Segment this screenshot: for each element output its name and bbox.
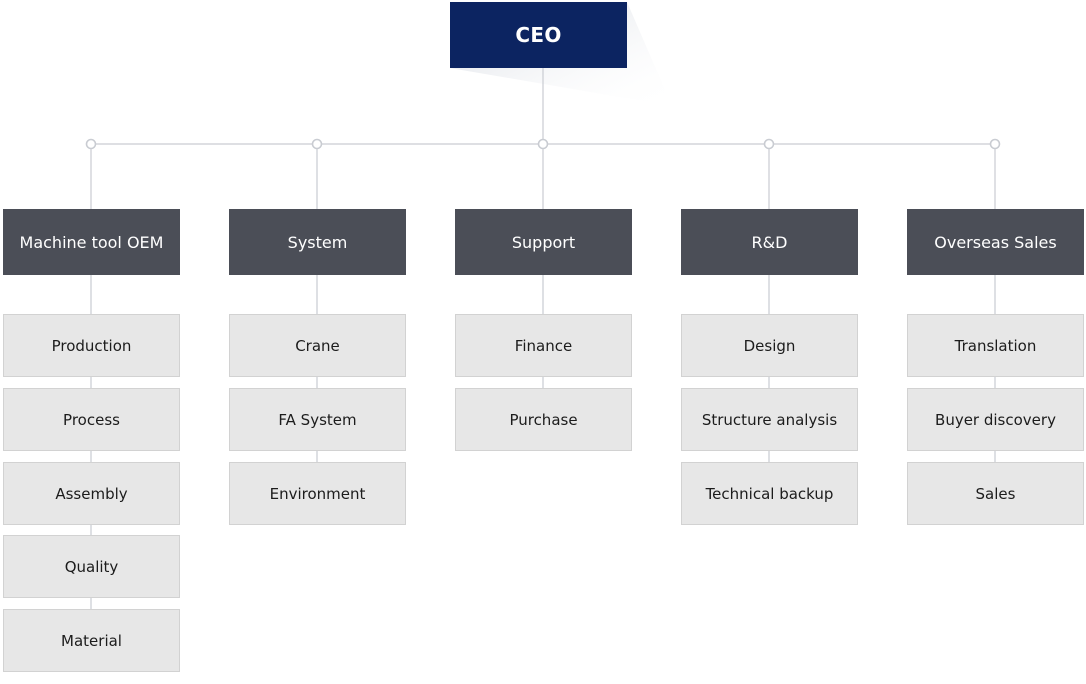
sub-unit-box: Crane xyxy=(229,314,406,377)
department-machine-tool-oem: Machine tool OEM Production Process Asse… xyxy=(3,209,180,672)
department-label: System xyxy=(287,232,348,252)
department-system: System Crane FA System Environment xyxy=(229,209,406,525)
sub-unit-label: Translation xyxy=(954,336,1037,355)
sub-unit-label: Production xyxy=(51,336,132,355)
branch-node-circle xyxy=(763,138,775,150)
department-header: Support xyxy=(455,209,632,275)
sub-unit-label: Sales xyxy=(975,484,1016,503)
branch-node-circle xyxy=(311,138,323,150)
sub-unit-box: Material xyxy=(3,609,180,672)
department-header: Overseas Sales xyxy=(907,209,1084,275)
sub-unit-box: Finance xyxy=(455,314,632,377)
sub-unit-box: Assembly xyxy=(3,462,180,525)
sub-unit-label: FA System xyxy=(278,410,357,429)
sub-unit-box: Sales xyxy=(907,462,1084,525)
department-label: Machine tool OEM xyxy=(19,232,164,252)
sub-unit-box: Design xyxy=(681,314,858,377)
sub-unit-box: Quality xyxy=(3,535,180,598)
sub-unit-box: Process xyxy=(3,388,180,451)
department-label: Overseas Sales xyxy=(934,232,1057,252)
ceo-box: CEO xyxy=(450,2,627,68)
sub-unit-label: Environment xyxy=(269,484,366,503)
ceo-shadow xyxy=(450,2,672,106)
branch-node-circle xyxy=(537,138,549,150)
sub-unit-box: FA System xyxy=(229,388,406,451)
sub-unit-label: Assembly xyxy=(55,484,128,503)
sub-unit-box: Buyer discovery xyxy=(907,388,1084,451)
ceo-label: CEO xyxy=(515,23,562,47)
branch-node-circle xyxy=(85,138,97,150)
sub-unit-label: Purchase xyxy=(509,410,578,429)
department-header: R&D xyxy=(681,209,858,275)
sub-unit-box: Environment xyxy=(229,462,406,525)
sub-unit-label: Crane xyxy=(295,336,340,355)
department-r-and-d: R&D Design Structure analysis Technical … xyxy=(681,209,858,525)
branch-node-circle xyxy=(989,138,1001,150)
department-header: System xyxy=(229,209,406,275)
sub-unit-label: Quality xyxy=(64,557,119,576)
sub-unit-box: Production xyxy=(3,314,180,377)
department-label: R&D xyxy=(751,232,788,252)
department-overseas-sales: Overseas Sales Translation Buyer discove… xyxy=(907,209,1084,525)
sub-unit-label: Material xyxy=(61,631,122,650)
sub-unit-box: Structure analysis xyxy=(681,388,858,451)
sub-unit-label: Finance xyxy=(514,336,573,355)
department-support: Support Finance Purchase xyxy=(455,209,632,451)
sub-unit-label: Structure analysis xyxy=(701,410,838,429)
sub-unit-label: Process xyxy=(63,410,120,429)
sub-unit-box: Purchase xyxy=(455,388,632,451)
sub-unit-label: Design xyxy=(743,336,796,355)
sub-unit-box: Technical backup xyxy=(681,462,858,525)
department-header: Machine tool OEM xyxy=(3,209,180,275)
sub-unit-label: Buyer discovery xyxy=(935,410,1056,429)
department-label: Support xyxy=(511,232,576,252)
sub-unit-box: Translation xyxy=(907,314,1084,377)
sub-unit-label: Technical backup xyxy=(705,484,834,503)
